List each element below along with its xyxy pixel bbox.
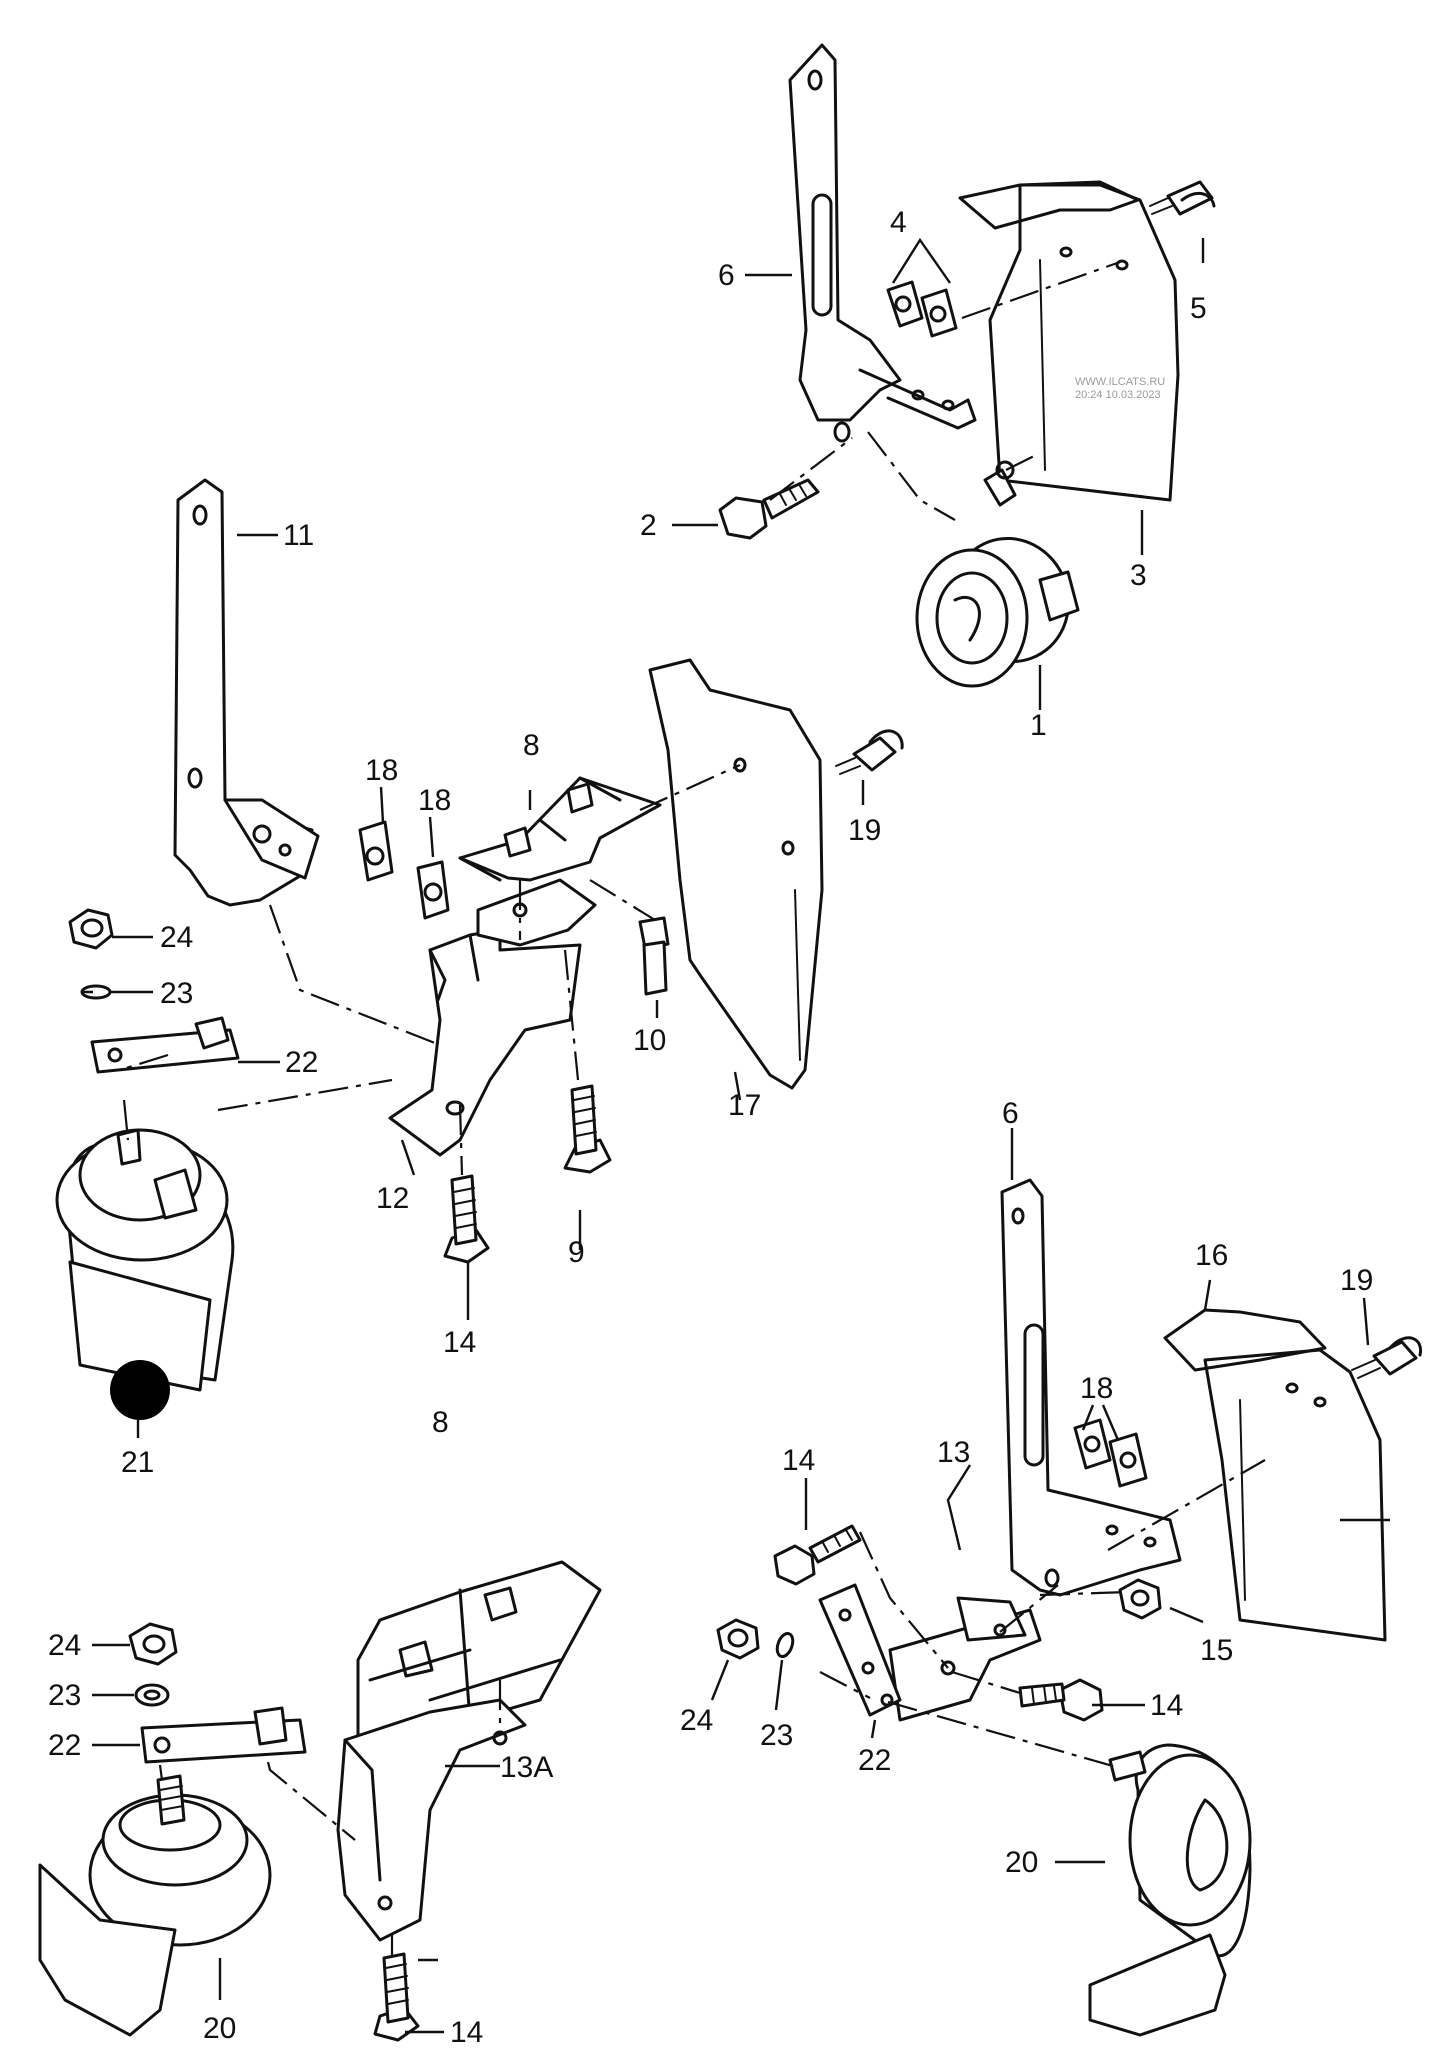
bracket-part-11[interactable] — [173, 478, 320, 907]
callout-24-left: 24 — [160, 921, 193, 954]
clip-part-18-c[interactable] — [1073, 1418, 1148, 1488]
callout-24-right: 24 — [680, 1704, 713, 1737]
callout-23-right: 23 — [760, 1719, 793, 1752]
screw-part-19-lower[interactable] — [1351, 1336, 1423, 1379]
callout-21: 21 — [121, 1446, 154, 1479]
callout-10: 10 — [633, 1024, 666, 1057]
callout-20-left: 20 — [203, 2012, 236, 2045]
horn-part-20-right[interactable] — [1088, 1743, 1252, 2037]
assembly-lines — [119, 260, 1266, 1955]
bolt-part-14-lower-right[interactable] — [1018, 1678, 1104, 1722]
leader-lines — [82, 237, 1390, 2034]
callout-17: 17 — [728, 1089, 761, 1122]
clip-part-18-a[interactable] — [358, 820, 394, 882]
callout-20-right: 20 — [1005, 1846, 1038, 1879]
assembly-bottom-left — [38, 1560, 602, 2042]
callout-22-left: 22 — [285, 1046, 318, 1079]
callout-6-top: 6 — [718, 259, 735, 292]
callout-2: 2 — [640, 509, 657, 542]
callout-16: 16 — [1195, 1239, 1228, 1272]
callout-18-b: 18 — [418, 784, 451, 817]
callout-14-lower-right: 14 — [1150, 1689, 1183, 1722]
clip-part-4[interactable] — [886, 280, 958, 338]
callout-13: 13 — [937, 1436, 970, 1469]
horn-part-1[interactable] — [915, 460, 1086, 688]
assembly-bottom-right — [716, 1178, 1423, 2037]
callout-23-left: 23 — [160, 977, 193, 1010]
bolt-part-14-middle[interactable] — [443, 1174, 490, 1264]
callout-23-bottom: 23 — [48, 1679, 81, 1712]
washer-part-23-right[interactable] — [774, 1631, 795, 1659]
callout-19-upper: 19 — [848, 814, 881, 847]
callout-8-upper: 8 — [523, 729, 540, 762]
assembly-top-right — [718, 43, 1216, 688]
callout-13a: 13A — [500, 1751, 553, 1784]
nut-part-24-right[interactable] — [716, 1618, 760, 1660]
horn-part-20-left[interactable] — [38, 1774, 272, 2037]
callout-1: 1 — [1030, 709, 1047, 742]
callout-8-lower: 8 — [432, 1406, 449, 1439]
callout-14-middle: 14 — [443, 1326, 476, 1359]
watermark-line-2: 20:24 10.03.2023 — [1075, 389, 1161, 401]
assembly-middle — [55, 478, 904, 1420]
callout-12: 12 — [376, 1182, 409, 1215]
black-dot-marker — [110, 1360, 170, 1420]
cover-part-16[interactable] — [1163, 1308, 1387, 1642]
callout-11: 11 — [283, 519, 314, 552]
bolt-part-2[interactable] — [718, 478, 820, 540]
callout-14-upper-right: 14 — [782, 1444, 815, 1477]
bracket-part-13[interactable] — [888, 1596, 1042, 1722]
callout-15: 15 — [1200, 1634, 1233, 1667]
strap-part-22-bottom[interactable] — [140, 1706, 307, 1764]
callout-5: 5 — [1190, 292, 1207, 325]
callout-6-lower: 6 — [1002, 1097, 1019, 1130]
cover-part-3[interactable] — [958, 180, 1180, 502]
strap-part-22-right[interactable] — [818, 1583, 902, 1717]
watermark-line-1: WWW.ILCATS.RU — [1075, 376, 1165, 388]
callout-19-lower: 19 — [1340, 1264, 1373, 1297]
nut-part-24-left[interactable] — [68, 908, 114, 950]
screw-part-5[interactable] — [1149, 180, 1216, 216]
callout-18-a: 18 — [365, 754, 398, 787]
bracket-part-6-lower[interactable] — [1000, 1178, 1182, 1597]
bolt-part-10[interactable] — [638, 916, 670, 996]
shield-part-17[interactable] — [648, 658, 824, 1090]
bolt-part-14-upper-right[interactable] — [773, 1524, 862, 1586]
bracket-part-12[interactable] — [388, 878, 597, 1157]
callout-4: 4 — [890, 206, 907, 239]
callout-22-right: 22 — [858, 1744, 891, 1777]
callout-22-bottom: 22 — [48, 1729, 81, 1762]
strap-part-22-left[interactable] — [90, 1016, 240, 1074]
nut-part-15[interactable] — [1118, 1578, 1162, 1620]
watermark: WWW.ILCATS.RU 20:24 10.03.2023 — [1075, 376, 1165, 401]
bolt-part-14-bottom-left[interactable] — [373, 1952, 420, 2042]
screw-part-19-upper[interactable] — [835, 729, 904, 775]
callout-9: 9 — [568, 1236, 585, 1269]
bracket-part-6[interactable] — [788, 43, 977, 443]
nut-part-24-bottom[interactable] — [128, 1622, 178, 1666]
plate-part-8-upper[interactable] — [458, 776, 662, 882]
washer-part-23-bottom[interactable] — [134, 1683, 170, 1707]
bolt-part-9[interactable] — [563, 1084, 612, 1174]
bracket-part-13a[interactable] — [336, 1698, 527, 1942]
callout-14-bottom-left: 14 — [450, 2016, 483, 2049]
clip-part-18-b[interactable] — [416, 860, 450, 920]
callout-labels: 1 2 3 4 5 6 6 8 8 9 10 11 12 13 13A 14 1… — [48, 206, 1373, 2049]
callout-3: 3 — [1130, 559, 1147, 592]
callout-24-bottom: 24 — [48, 1629, 81, 1662]
horn-part-21[interactable] — [55, 1128, 235, 1420]
callout-18-c: 18 — [1080, 1372, 1113, 1405]
